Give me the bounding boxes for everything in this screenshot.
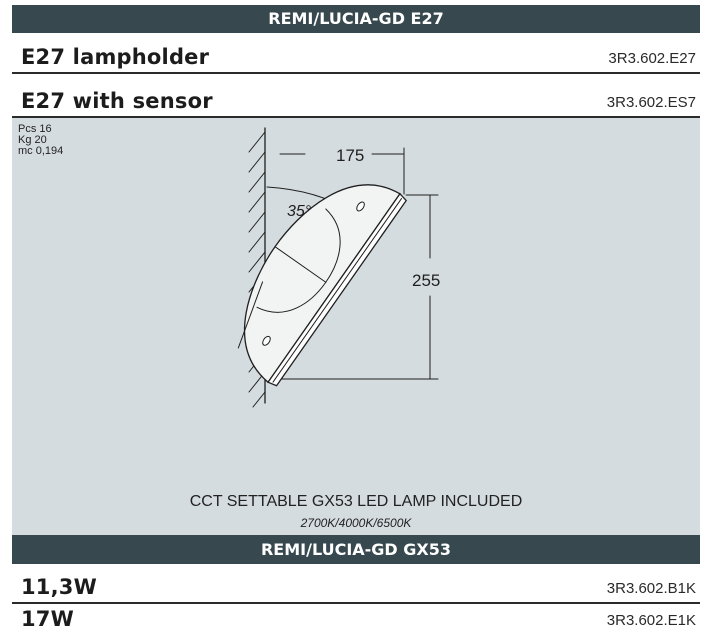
product-code: 3R3.602.E27	[608, 50, 696, 67]
technical-drawing-panel: Pcs 16 Kg 20 mc 0,194	[12, 118, 700, 535]
section-title: REMI/LUCIA-GD GX53	[260, 540, 452, 559]
lamp-technical-drawing: 175 255 35°	[237, 127, 440, 408]
section-header: REMI/LUCIA-GD GX53	[12, 535, 700, 564]
volume-value: mc 0,194	[18, 145, 64, 157]
lamp-body	[237, 184, 408, 387]
product-name: E27 lampholder	[21, 45, 210, 69]
lamp-included-note: CCT SETTABLE GX53 LED LAMP INCLUDED	[189, 493, 523, 510]
color-temperature-options: 2700K/4000K/6500K	[300, 516, 412, 530]
product-row: 11,3W 3R3.602.B1K	[12, 564, 700, 604]
width-dimension-label: 175	[336, 146, 364, 165]
product-row: 17W 3R3.602.E1K	[12, 604, 700, 634]
product-row: E27 with sensor 3R3.602.ES7	[12, 74, 700, 118]
product-name: E27 with sensor	[21, 89, 213, 113]
section-title: REMI/LUCIA-GD E27	[268, 9, 444, 28]
packaging-specs: Pcs 16 Kg 20 mc 0,194	[18, 124, 63, 157]
section-header: REMI/LUCIA-GD E27	[12, 5, 700, 33]
weight-value: Kg 20	[18, 134, 47, 146]
product-code: 3R3.602.ES7	[606, 94, 696, 111]
product-name: 11,3W	[21, 575, 97, 599]
product-code: 3R3.602.E1K	[606, 612, 696, 629]
height-dimension-label: 255	[412, 271, 440, 290]
product-name: 17W	[21, 607, 74, 631]
angle-label: 35°	[287, 203, 312, 220]
product-code: 3R3.602.B1K	[606, 580, 696, 597]
product-row: E27 lampholder 3R3.602.E27	[12, 33, 700, 74]
pieces-value: Pcs 16	[18, 123, 52, 135]
